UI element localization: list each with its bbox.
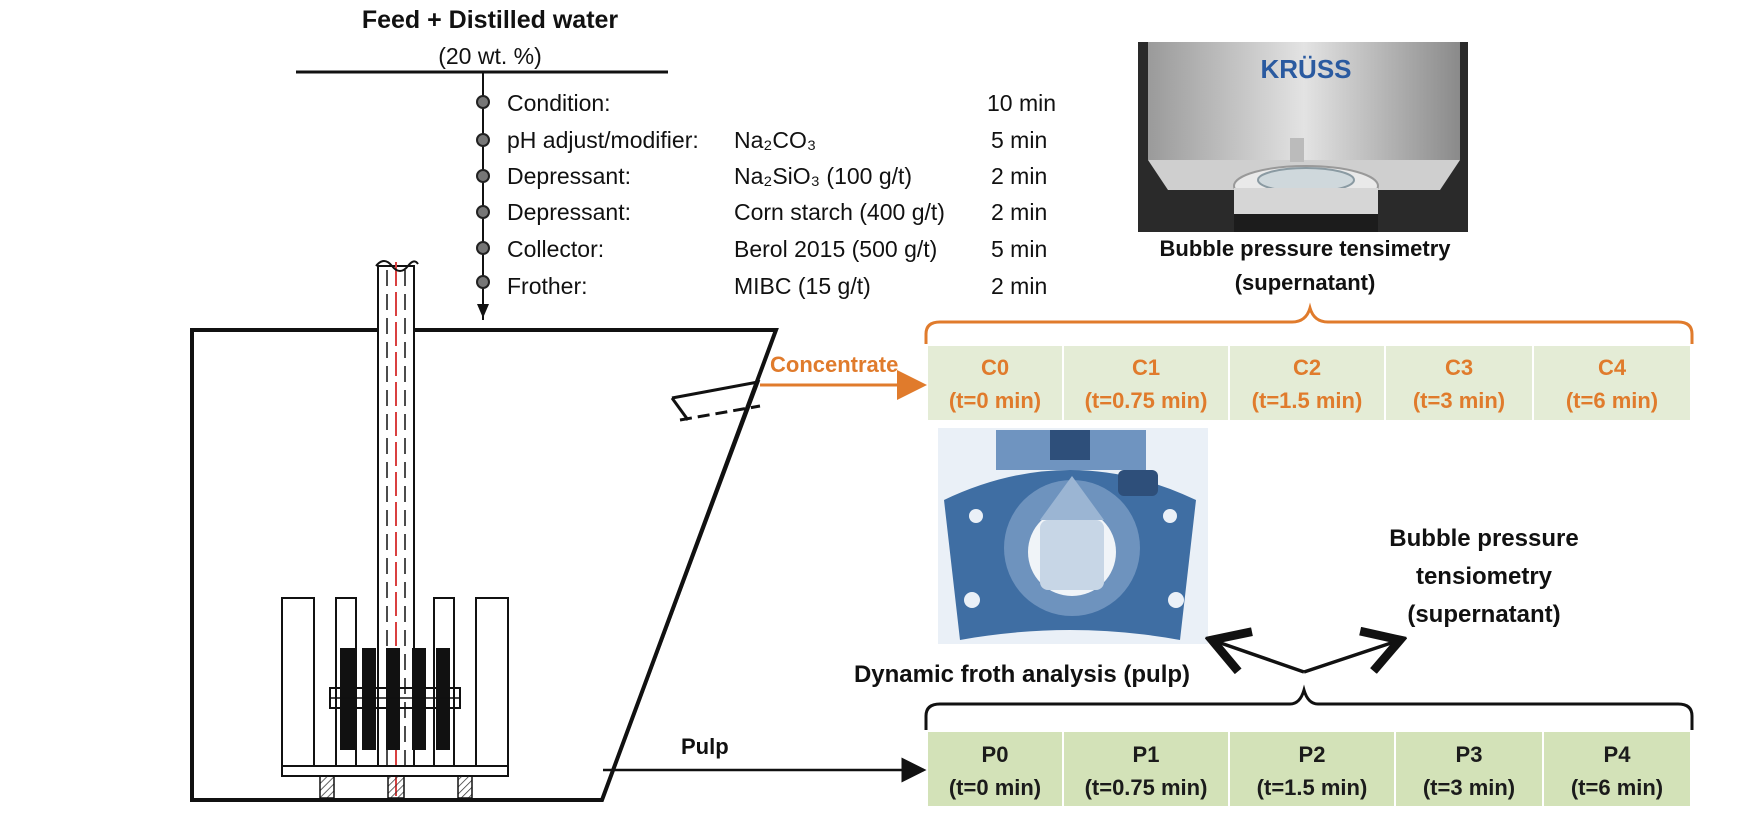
sample-id: P1 (1133, 742, 1160, 767)
reagent-time: 2 min (991, 199, 1047, 225)
sample-id: P0 (982, 742, 1009, 767)
valve-icon (476, 241, 490, 255)
top-tensimetry-caption-1: Bubble pressure tensimetry (1160, 236, 1452, 261)
feed-subtitle: (20 wt. %) (438, 43, 542, 69)
right-tensiometry-line-1: Bubble pressure (1389, 525, 1578, 552)
right-tensiometry-line-3: (supernatant) (1407, 601, 1560, 628)
valve-icon (476, 95, 490, 109)
top-tensimetry-caption-2: (supernatant) (1235, 270, 1376, 295)
sample-time: (t=1.5 min) (1252, 388, 1363, 413)
sample-time: (t=3 min) (1423, 775, 1515, 800)
valve-icon (476, 133, 490, 147)
reagent-label: Condition: (507, 90, 611, 116)
sample-id: C3 (1445, 355, 1473, 380)
sample-time: (t=0 min) (949, 388, 1041, 413)
reagent-list: Condition: 10 min pH adjust/modifier: Na… (507, 90, 1056, 299)
valve-icon (476, 205, 490, 219)
right-tensiometry-line-2: tensiometry (1416, 563, 1553, 590)
sample-box-c1 (1064, 346, 1228, 420)
reagent-value: Berol 2015 (500 g/t) (734, 236, 937, 262)
sample-id: P3 (1456, 742, 1483, 767)
arrow-down-icon (477, 304, 489, 318)
sample-box-p1 (1064, 732, 1228, 806)
sample-time: (t=6 min) (1566, 388, 1658, 413)
sample-box-p2 (1230, 732, 1394, 806)
reagent-time: 2 min (991, 163, 1047, 189)
arrow-to-tensiometry (1303, 640, 1400, 672)
kruss-logo: KRÜSS (1260, 54, 1351, 84)
concentrate-brace (924, 302, 1694, 344)
reagent-value: Na₂CO₃ (734, 127, 816, 153)
feed-pipe (476, 72, 490, 320)
sample-id: C2 (1293, 355, 1321, 380)
reagent-label: Depressant: (507, 199, 631, 225)
sample-time: (t=0.75 min) (1085, 388, 1208, 413)
sample-box-c2 (1230, 346, 1384, 420)
sample-time: (t=1.5 min) (1257, 775, 1368, 800)
pulp-label: Pulp (681, 734, 729, 759)
dynamic-froth-analyzer-image (938, 428, 1208, 644)
reagent-label: Depressant: (507, 163, 631, 189)
concentrate-label: Concentrate (770, 352, 898, 377)
sample-box-c0 (928, 346, 1062, 420)
concentrate-samples: C0 (t=0 min) C1 (t=0.75 min) C2 (t=1.5 m… (928, 346, 1690, 420)
valve-icon (476, 275, 490, 289)
sample-box-c3 (1386, 346, 1532, 420)
reagent-label: Collector: (507, 236, 604, 262)
reagent-value: Na₂SiO₃ (100 g/t) (734, 163, 912, 189)
sample-time: (t=6 min) (1571, 775, 1663, 800)
reagent-value: Corn starch (400 g/t) (734, 199, 945, 225)
reagent-label: pH adjust/modifier: (507, 127, 699, 153)
reagent-time: 5 min (991, 127, 1047, 153)
reagent-time: 10 min (987, 90, 1056, 116)
reagent-value: MIBC (15 g/t) (734, 273, 871, 299)
sample-time: (t=0 min) (949, 775, 1041, 800)
sample-id: P4 (1604, 742, 1632, 767)
pulp-samples: P0 (t=0 min) P1 (t=0.75 min) P2 (t=1.5 m… (928, 732, 1690, 806)
sample-id: P2 (1299, 742, 1326, 767)
sample-box-p0 (928, 732, 1062, 806)
valve-icon (476, 169, 490, 183)
flotation-cell (190, 260, 779, 802)
reagent-time: 2 min (991, 273, 1047, 299)
arrow-to-froth-analysis (1212, 640, 1305, 672)
dynamic-froth-caption: Dynamic froth analysis (pulp) (854, 661, 1190, 688)
pulp-brace (924, 684, 1694, 730)
sample-time: (t=0.75 min) (1085, 775, 1208, 800)
reagent-label: Frother: (507, 273, 588, 299)
sample-id: C4 (1598, 355, 1627, 380)
sample-id: C0 (981, 355, 1009, 380)
feed-title: Feed + Distilled water (362, 6, 619, 34)
reagent-time: 5 min (991, 236, 1047, 262)
sample-box-p3 (1396, 732, 1542, 806)
kruss-tensiometer-image: KRÜSS (1138, 42, 1468, 232)
sample-box-p4 (1544, 732, 1690, 806)
sample-id: C1 (1132, 355, 1160, 380)
sample-box-c4 (1534, 346, 1690, 420)
sample-time: (t=3 min) (1413, 388, 1505, 413)
